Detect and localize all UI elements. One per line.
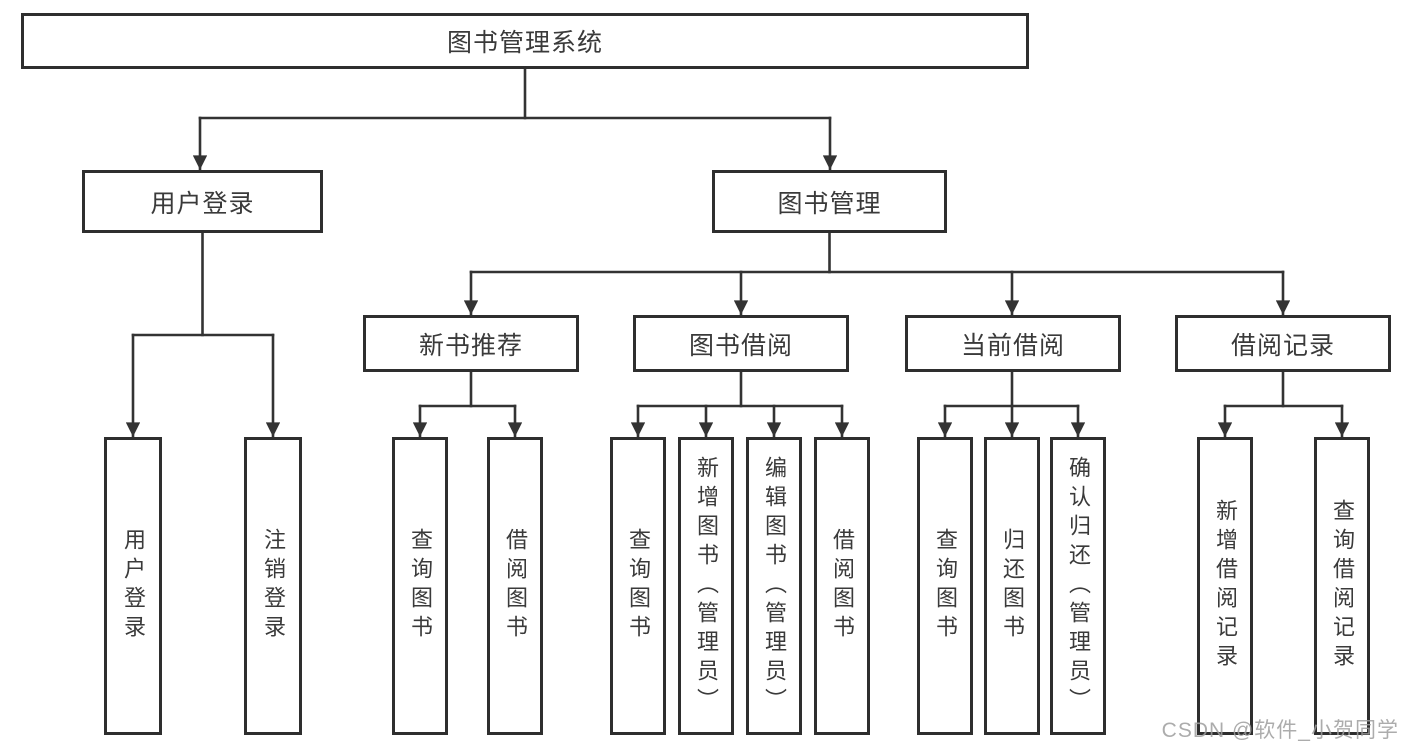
leaf-label: 注销登录	[261, 528, 286, 644]
node-label: 借阅记录	[1230, 331, 1335, 360]
leaf-add-books-admin: 新增图书（管理员）	[678, 437, 734, 735]
node-library-management-system: 图书管理系统	[21, 13, 1029, 69]
node-new-book-recommend: 新书推荐	[363, 315, 579, 372]
leaf-return-books: 归还图书	[984, 437, 1040, 735]
node-book-management: 图书管理	[712, 170, 947, 233]
leaf-label: 借阅图书	[830, 528, 855, 644]
leaf-label: 查询图书	[626, 528, 651, 644]
leaf-label: 新增图书（管理员）	[694, 455, 719, 717]
leaf-add-borrow-record: 新增借阅记录	[1197, 437, 1253, 735]
leaf-query-books-2: 查询图书	[610, 437, 666, 735]
node-current-borrowing: 当前借阅	[905, 315, 1121, 372]
leaf-label: 归还图书	[1000, 528, 1025, 644]
node-label: 图书管理	[777, 189, 882, 218]
leaf-query-books-1: 查询图书	[392, 437, 448, 735]
leaf-user-login: 用户登录	[104, 437, 162, 735]
leaf-confirm-return-admin: 确认归还（管理员）	[1050, 437, 1106, 735]
leaf-logout: 注销登录	[244, 437, 302, 735]
leaf-label: 新增借阅记录	[1213, 499, 1238, 673]
node-book-borrowing: 图书借阅	[633, 315, 849, 372]
leaf-label: 查询借阅记录	[1330, 499, 1355, 673]
leaf-query-borrow-record: 查询借阅记录	[1314, 437, 1370, 735]
leaf-label: 确认归还（管理员）	[1066, 455, 1091, 717]
node-user-login: 用户登录	[82, 170, 323, 233]
node-label: 图书借阅	[688, 331, 793, 360]
node-borrowing-records: 借阅记录	[1175, 315, 1391, 372]
node-label: 当前借阅	[960, 331, 1065, 360]
leaf-borrow-books-1: 借阅图书	[487, 437, 543, 735]
leaf-label: 借阅图书	[503, 528, 528, 644]
csdn-watermark: CSDN @软件_小贺同学	[1161, 719, 1399, 742]
leaf-label: 用户登录	[121, 528, 146, 644]
leaf-query-books-3: 查询图书	[917, 437, 973, 735]
leaf-label: 查询图书	[408, 528, 433, 644]
leaf-edit-books-admin: 编辑图书（管理员）	[746, 437, 802, 735]
node-label: 用户登录	[150, 189, 255, 218]
leaf-label: 查询图书	[933, 528, 958, 644]
leaf-label: 编辑图书（管理员）	[762, 455, 787, 717]
leaf-borrow-books-2: 借阅图书	[814, 437, 870, 735]
node-label: 新书推荐	[418, 331, 523, 360]
node-label: 图书管理系统	[446, 29, 603, 57]
